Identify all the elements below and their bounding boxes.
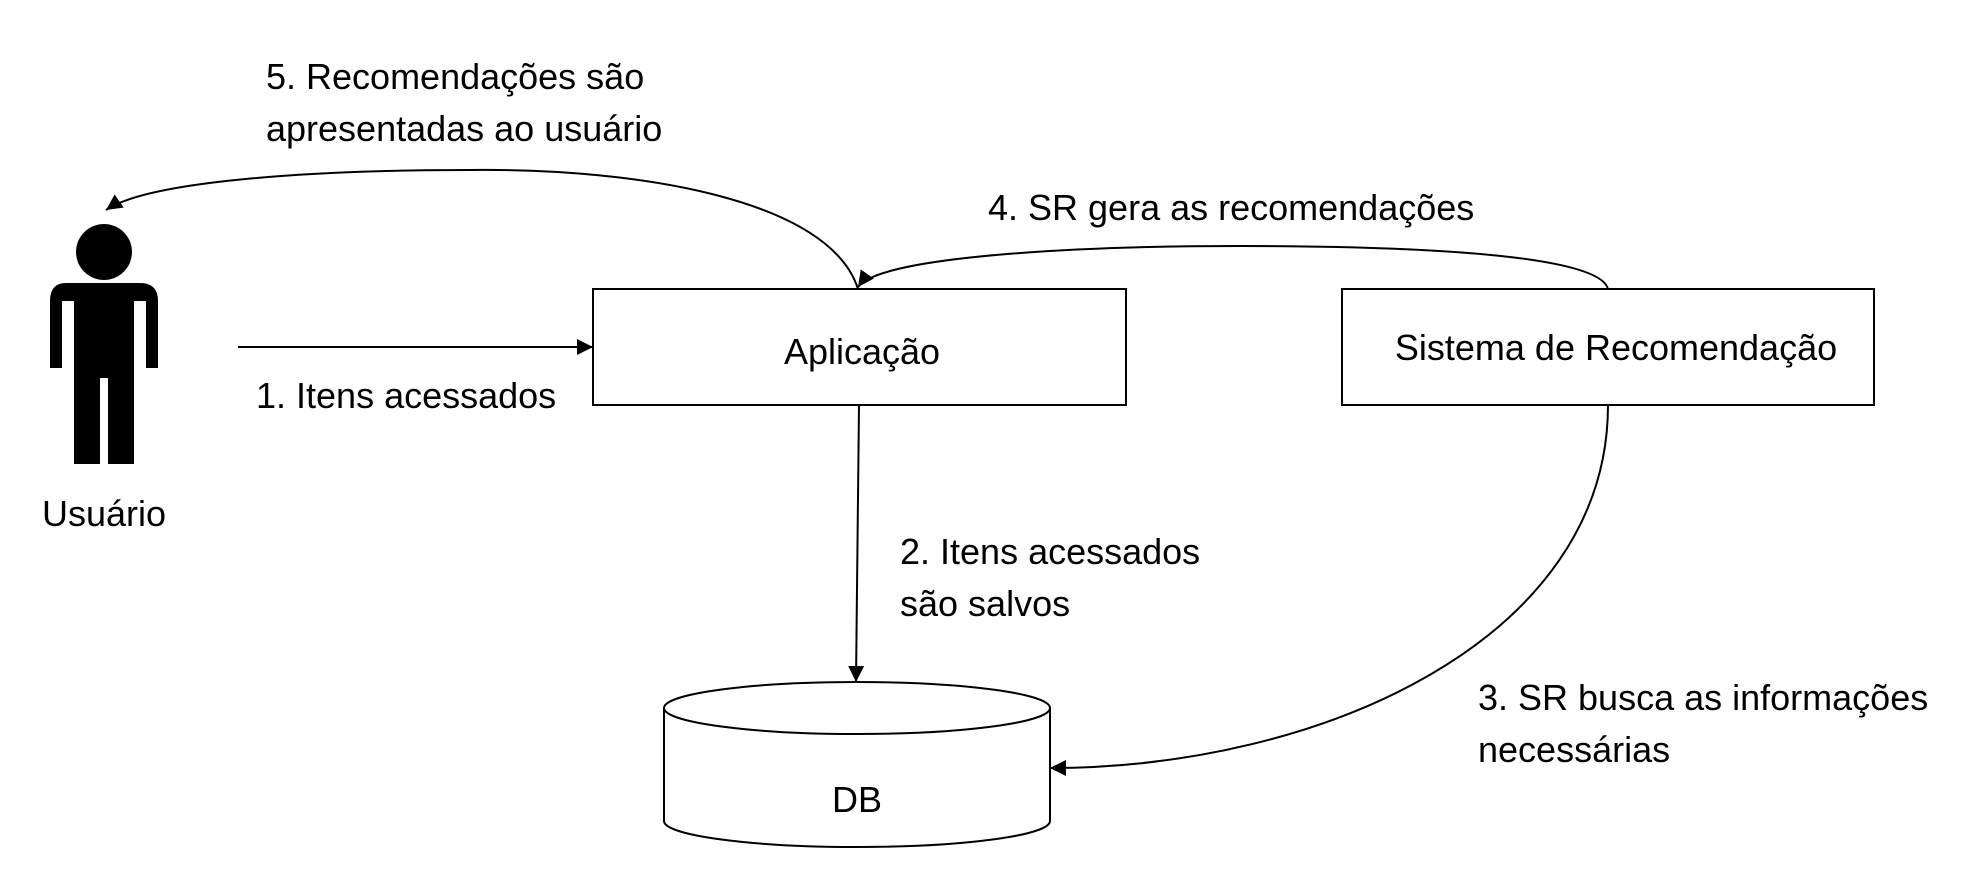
app-label: Aplicação: [784, 331, 940, 372]
edge-step2-label-line2: são salvos: [900, 583, 1070, 624]
edge-step1-label: 1. Itens acessados: [256, 375, 556, 416]
svg-text:3. SR busca as informações: 3. SR busca as informações necessárias: [1478, 677, 1938, 770]
edge-step3-label-line2: necessárias: [1478, 729, 1670, 770]
edge-step4: 4. SR gera as recomendações: [857, 187, 1609, 290]
recsys-label: Sistema de Recomendação: [1395, 327, 1837, 368]
db-node: DB: [663, 681, 1051, 848]
svg-text:5. Recomendações são apr: 5. Recomendações são apresentadas ao usu…: [266, 56, 662, 149]
edge-step2: 2. Itens acessados são salvos: [848, 404, 1210, 683]
user-label: Usuário: [42, 493, 166, 534]
svg-text:4. SR gera as recomendações: 4. SR gera as recomendações: [988, 187, 1474, 228]
person-icon: [50, 224, 158, 464]
edge-step2-label-line1: 2. Itens acessados: [900, 531, 1200, 572]
edge-step5-label-line2: apresentadas ao usuário: [266, 108, 662, 149]
svg-text:1. Itens acessados: 1. Itens acessados: [256, 375, 556, 416]
edge-step5-label-line1: 5. Recomendações são: [266, 56, 644, 97]
recsys-node: Sistema de Recomendação: [1341, 288, 1875, 406]
user-node: Usuário: [42, 224, 166, 534]
edge-step4-label: 4. SR gera as recomendações: [988, 187, 1474, 228]
edge-step5: 5. Recomendações são apresentadas ao usu…: [105, 56, 859, 290]
database-icon: [663, 681, 1051, 848]
edge-step3-label-line1: 3. SR busca as informações: [1478, 677, 1928, 718]
db-label: DB: [832, 779, 882, 820]
app-node: Aplicação: [592, 288, 1127, 406]
edge-step1: 1. Itens acessados: [238, 339, 593, 416]
svg-text:2. Itens acessados são s: 2. Itens acessados são salvos: [900, 531, 1210, 624]
edge-step3: 3. SR busca as informações necessárias: [1049, 404, 1938, 776]
